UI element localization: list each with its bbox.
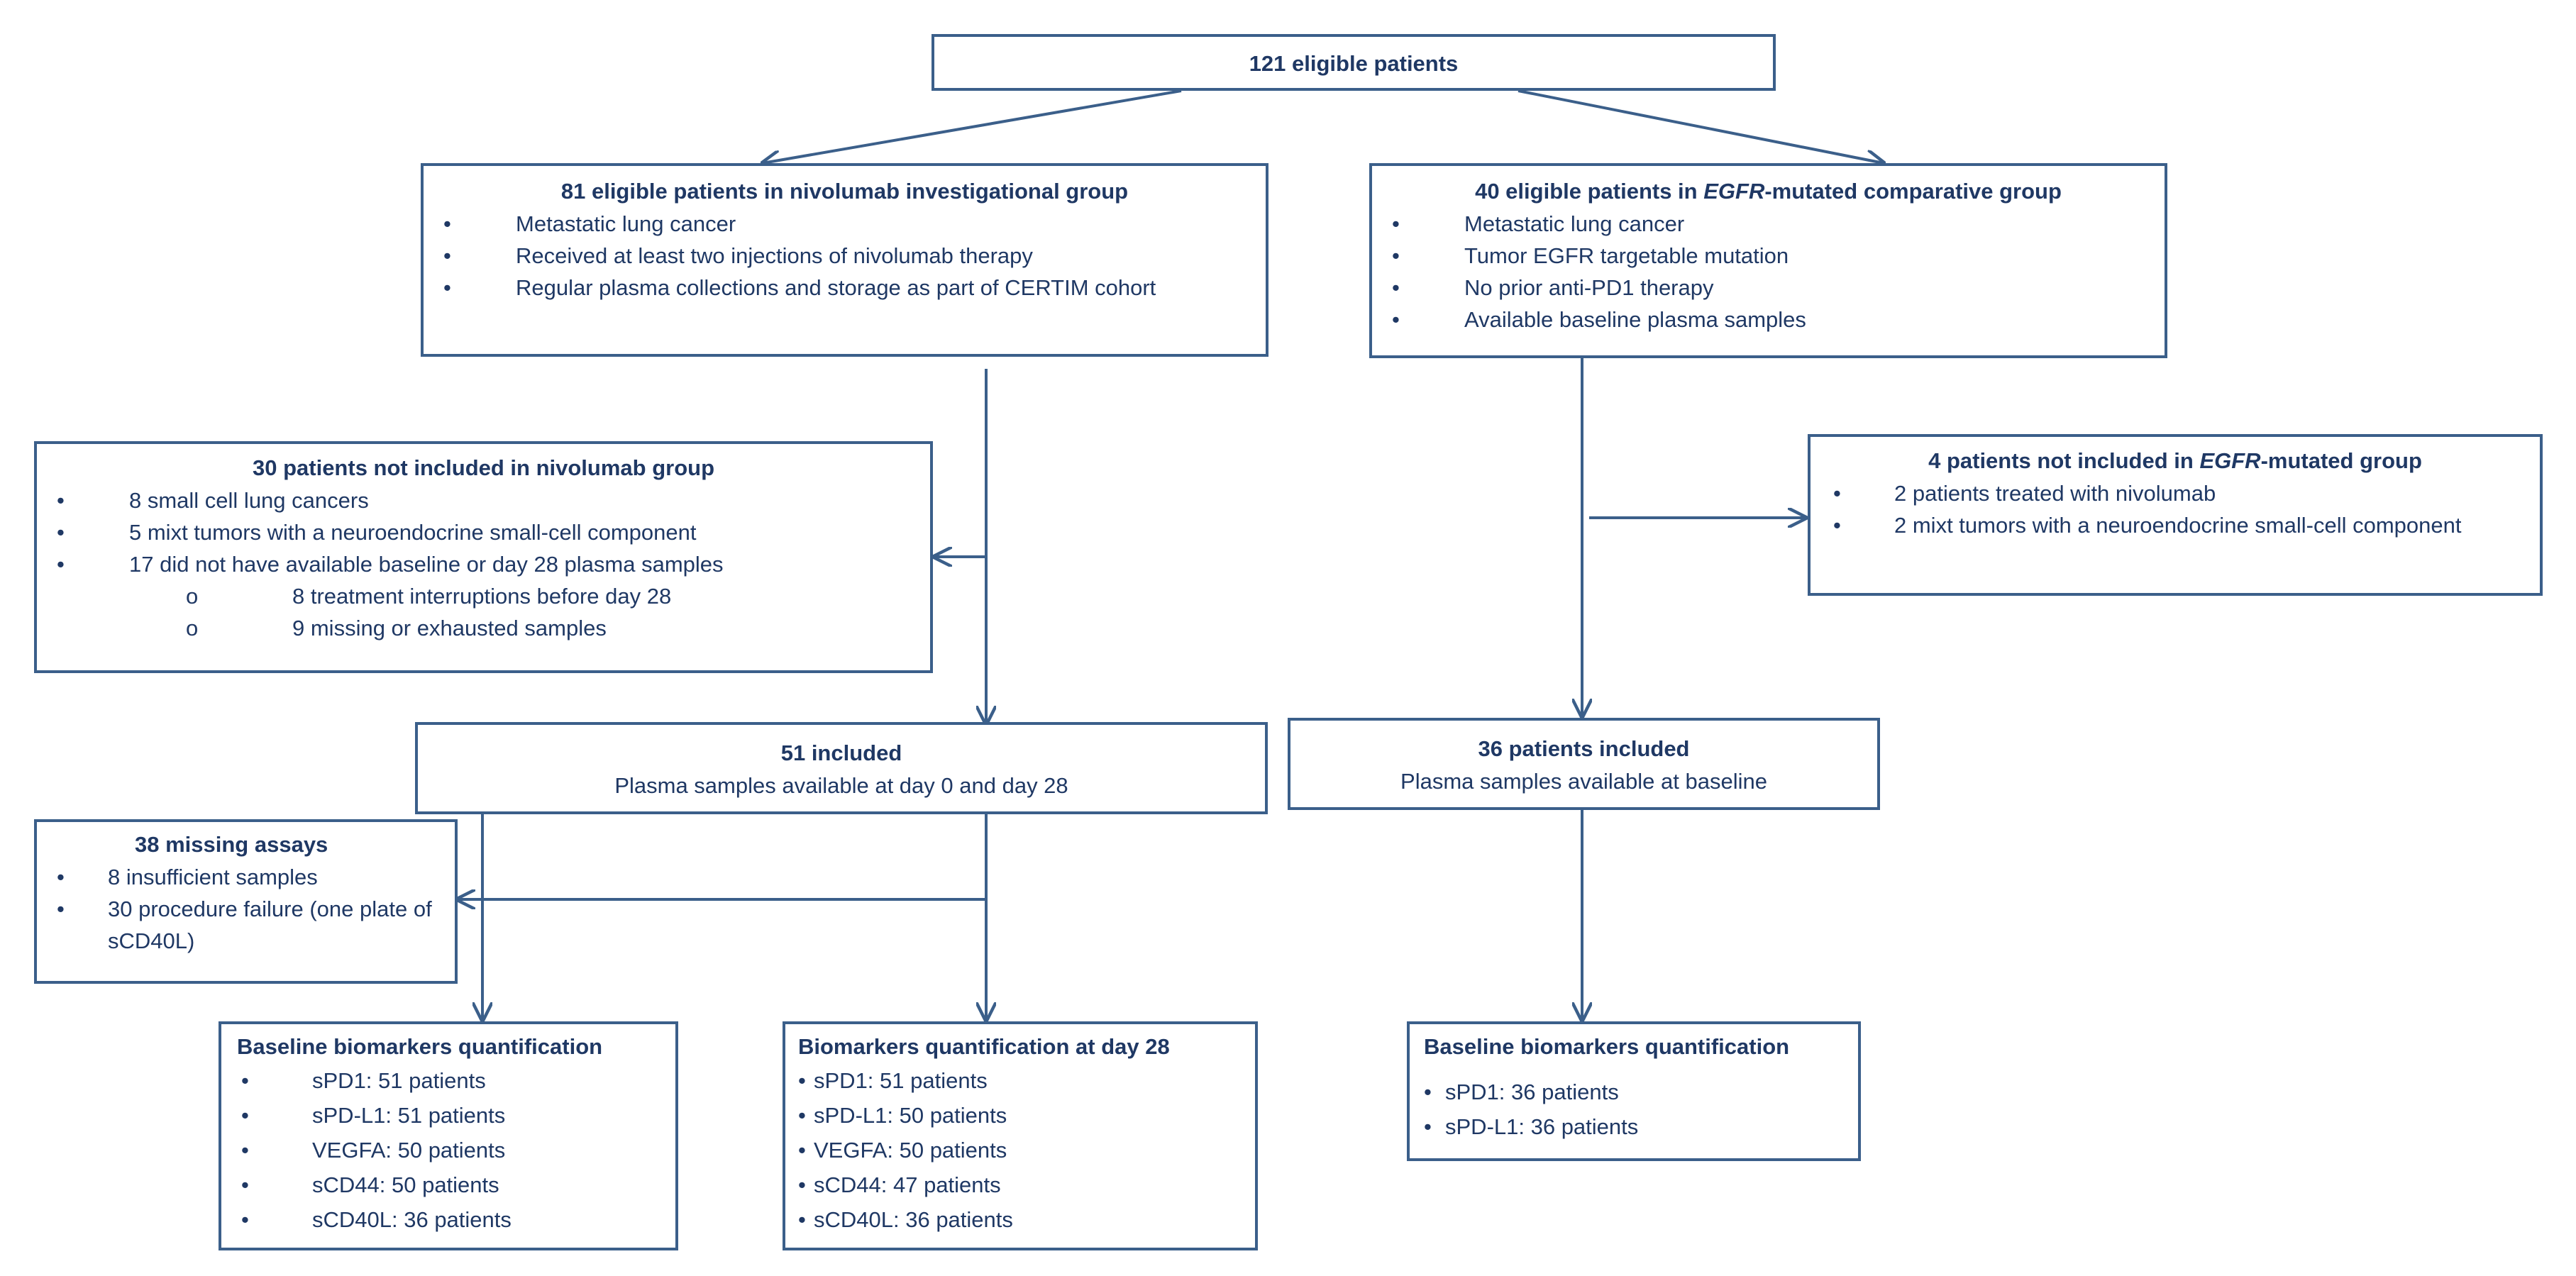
egfr-exclusion-title: 4 patients not included in EGFR-mutated …: [1928, 448, 2422, 473]
list-item: •Metastatic lung cancer: [1392, 211, 1685, 236]
list-item: •sPD-L1: 36 patients: [1424, 1114, 1639, 1139]
missing-assays-list: •8 insufficient samples •30 procedure fa…: [37, 861, 455, 957]
egfr-included-subtitle: Plasma samples available at baseline: [1400, 769, 1767, 794]
list-item: •Received at least two injections of niv…: [443, 243, 1033, 268]
nivolumab-exclusion-box: 30 patients not included in nivolumab gr…: [34, 441, 933, 673]
list-item: •sCD40L: 36 patients: [798, 1207, 1013, 1232]
egfr-criteria-list: •Metastatic lung cancer •Tumor EGFR targ…: [1372, 208, 2165, 335]
list-item: •8 small cell lung cancers: [57, 488, 369, 513]
day28-biomarkers-nivolumab-box: Biomarkers quantification at day 28 •sPD…: [783, 1021, 1258, 1250]
missing-assays-title: 38 missing assays: [135, 832, 328, 857]
list-item: •Available baseline plasma samples: [1392, 307, 1806, 332]
nivolumab-group-title: 81 eligible patients in nivolumab invest…: [560, 179, 1129, 204]
missing-assays-box: 38 missing assays •8 insufficient sample…: [34, 819, 458, 984]
egfr-included-title: 36 patients included: [1478, 736, 1690, 761]
arrow-top-to-egfr: [1518, 89, 1884, 163]
list-item: •2 mixt tumors with a neuroendocrine sma…: [1833, 513, 2462, 538]
list-item: •30 procedure failure (one plate of sCD4…: [57, 897, 432, 953]
list-item: •sPD-L1: 51 patients: [241, 1103, 506, 1128]
egfr-exclusion-list: •2 patients treated with nivolumab •2 mi…: [1811, 477, 2540, 541]
nivolumab-included-subtitle: Plasma samples available at day 0 and da…: [614, 773, 1068, 798]
baseline-biomarkers-egfr-list: •sPD1: 36 patients •sPD-L1: 36 patients: [1410, 1075, 1858, 1144]
list-item: •Regular plasma collections and storage …: [443, 275, 1156, 300]
list-item: •sPD1: 51 patients: [798, 1068, 988, 1093]
list-item: •Metastatic lung cancer: [443, 211, 736, 236]
list-item: •17 did not have available baseline or d…: [57, 552, 724, 577]
list-item: •Tumor EGFR targetable mutation: [1392, 243, 1789, 268]
nivolumab-group-box: 81 eligible patients in nivolumab invest…: [421, 163, 1268, 357]
baseline-biomarkers-nivolumab-title: Baseline biomarkers quantification: [237, 1034, 603, 1059]
list-item: •sCD40L: 36 patients: [241, 1207, 512, 1232]
baseline-biomarkers-egfr-box: Baseline biomarkers quantification •sPD1…: [1407, 1021, 1861, 1161]
nivolumab-exclusion-list: •8 small cell lung cancers •5 mixt tumor…: [37, 484, 930, 644]
list-item: •8 insufficient samples: [57, 865, 318, 889]
list-item: •VEGFA: 50 patients: [241, 1138, 506, 1163]
egfr-exclusion-box: 4 patients not included in EGFR-mutated …: [1808, 434, 2543, 596]
nivolumab-exclusion-title: 30 patients not included in nivolumab gr…: [252, 455, 715, 480]
nivolumab-included-title: 51 included: [780, 740, 902, 765]
list-item: •5 mixt tumors with a neuroendocrine sma…: [57, 520, 697, 545]
list-item: •sPD1: 36 patients: [1424, 1080, 1619, 1104]
list-item: •No prior anti-PD1 therapy: [1392, 275, 1714, 300]
list-item: •sCD44: 47 patients: [798, 1172, 1001, 1197]
arrow-top-to-nivo: [763, 89, 1182, 163]
egfr-group-title: 40 eligible patients in EGFR-mutated com…: [1475, 179, 2062, 204]
day28-biomarkers-nivolumab-list: •sPD1: 51 patients •sPD-L1: 50 patients …: [785, 1063, 1255, 1237]
egfr-group-box: 40 eligible patients in EGFR-mutated com…: [1369, 163, 2167, 358]
list-item: •2 patients treated with nivolumab: [1833, 481, 2216, 506]
eligible-patients-box: 121 eligible patients: [932, 34, 1776, 91]
nivolumab-included-box: 51 included Plasma samples available at …: [415, 722, 1268, 814]
list-item: •sPD-L1: 50 patients: [798, 1103, 1007, 1128]
list-item: •sPD1: 51 patients: [241, 1068, 486, 1093]
eligible-patients-title: 121 eligible patients: [1249, 51, 1459, 76]
day28-biomarkers-nivolumab-title: Biomarkers quantification at day 28: [798, 1034, 1170, 1059]
baseline-biomarkers-nivolumab-box: Baseline biomarkers quantification •sPD1…: [219, 1021, 678, 1250]
baseline-biomarkers-egfr-title: Baseline biomarkers quantification: [1424, 1034, 1790, 1059]
nivolumab-criteria-list: •Metastatic lung cancer •Received at lea…: [424, 208, 1266, 304]
baseline-biomarkers-nivolumab-list: •sPD1: 51 patients •sPD-L1: 51 patients …: [221, 1063, 675, 1237]
egfr-included-box: 36 patients included Plasma samples avai…: [1288, 718, 1880, 810]
list-item: •VEGFA: 50 patients: [798, 1138, 1007, 1163]
list-item: •sCD44: 50 patients: [241, 1172, 499, 1197]
